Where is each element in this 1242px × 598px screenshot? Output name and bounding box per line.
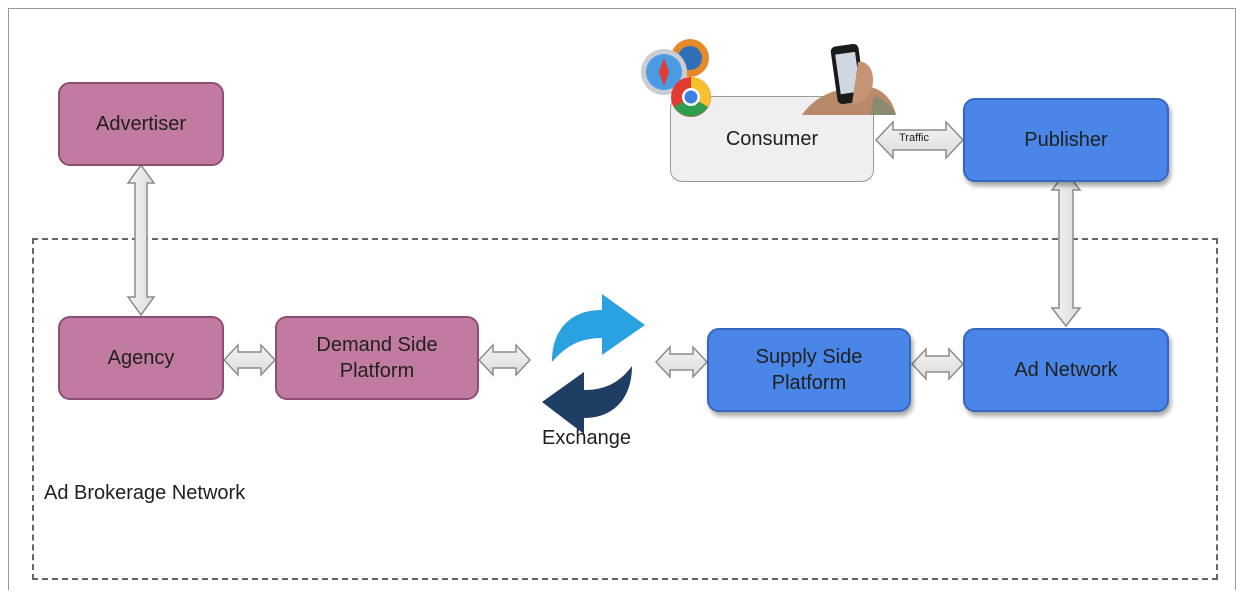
agency-label: Agency — [107, 347, 175, 369]
advertiser-node: Advertiser — [58, 82, 224, 166]
group-label: Ad Brokerage Network — [44, 482, 246, 504]
traffic-label: Traffic — [899, 132, 929, 144]
browser-icons — [641, 39, 711, 117]
publisher-label: Publisher — [1024, 129, 1108, 151]
ad-network-node: Ad Network — [963, 328, 1169, 412]
advertiser-label: Advertiser — [95, 113, 187, 135]
figure-frame — [8, 8, 1236, 590]
ad-brokerage-network-group — [32, 238, 1218, 580]
smartphone-photo — [802, 43, 896, 115]
exchange-arrows-icon — [542, 294, 645, 434]
ssp-node: Supply Side Platform — [707, 328, 911, 412]
publisher-node: Publisher — [963, 98, 1169, 182]
consumer-label: Consumer — [725, 128, 819, 150]
agency-node: Agency — [58, 316, 224, 400]
dsp-label: Demand Side Platform — [316, 334, 438, 382]
dsp-node: Demand Side Platform — [275, 316, 479, 400]
arrow-advertiser-agency — [126, 163, 156, 317]
ad-network-label: Ad Network — [1014, 359, 1118, 381]
arrow-dsp-exchange — [477, 343, 532, 377]
exchange-label: Exchange — [542, 427, 631, 449]
arrow-publisher-adnetwork — [1050, 170, 1082, 328]
ssp-label: Supply Side Platform — [755, 346, 863, 394]
